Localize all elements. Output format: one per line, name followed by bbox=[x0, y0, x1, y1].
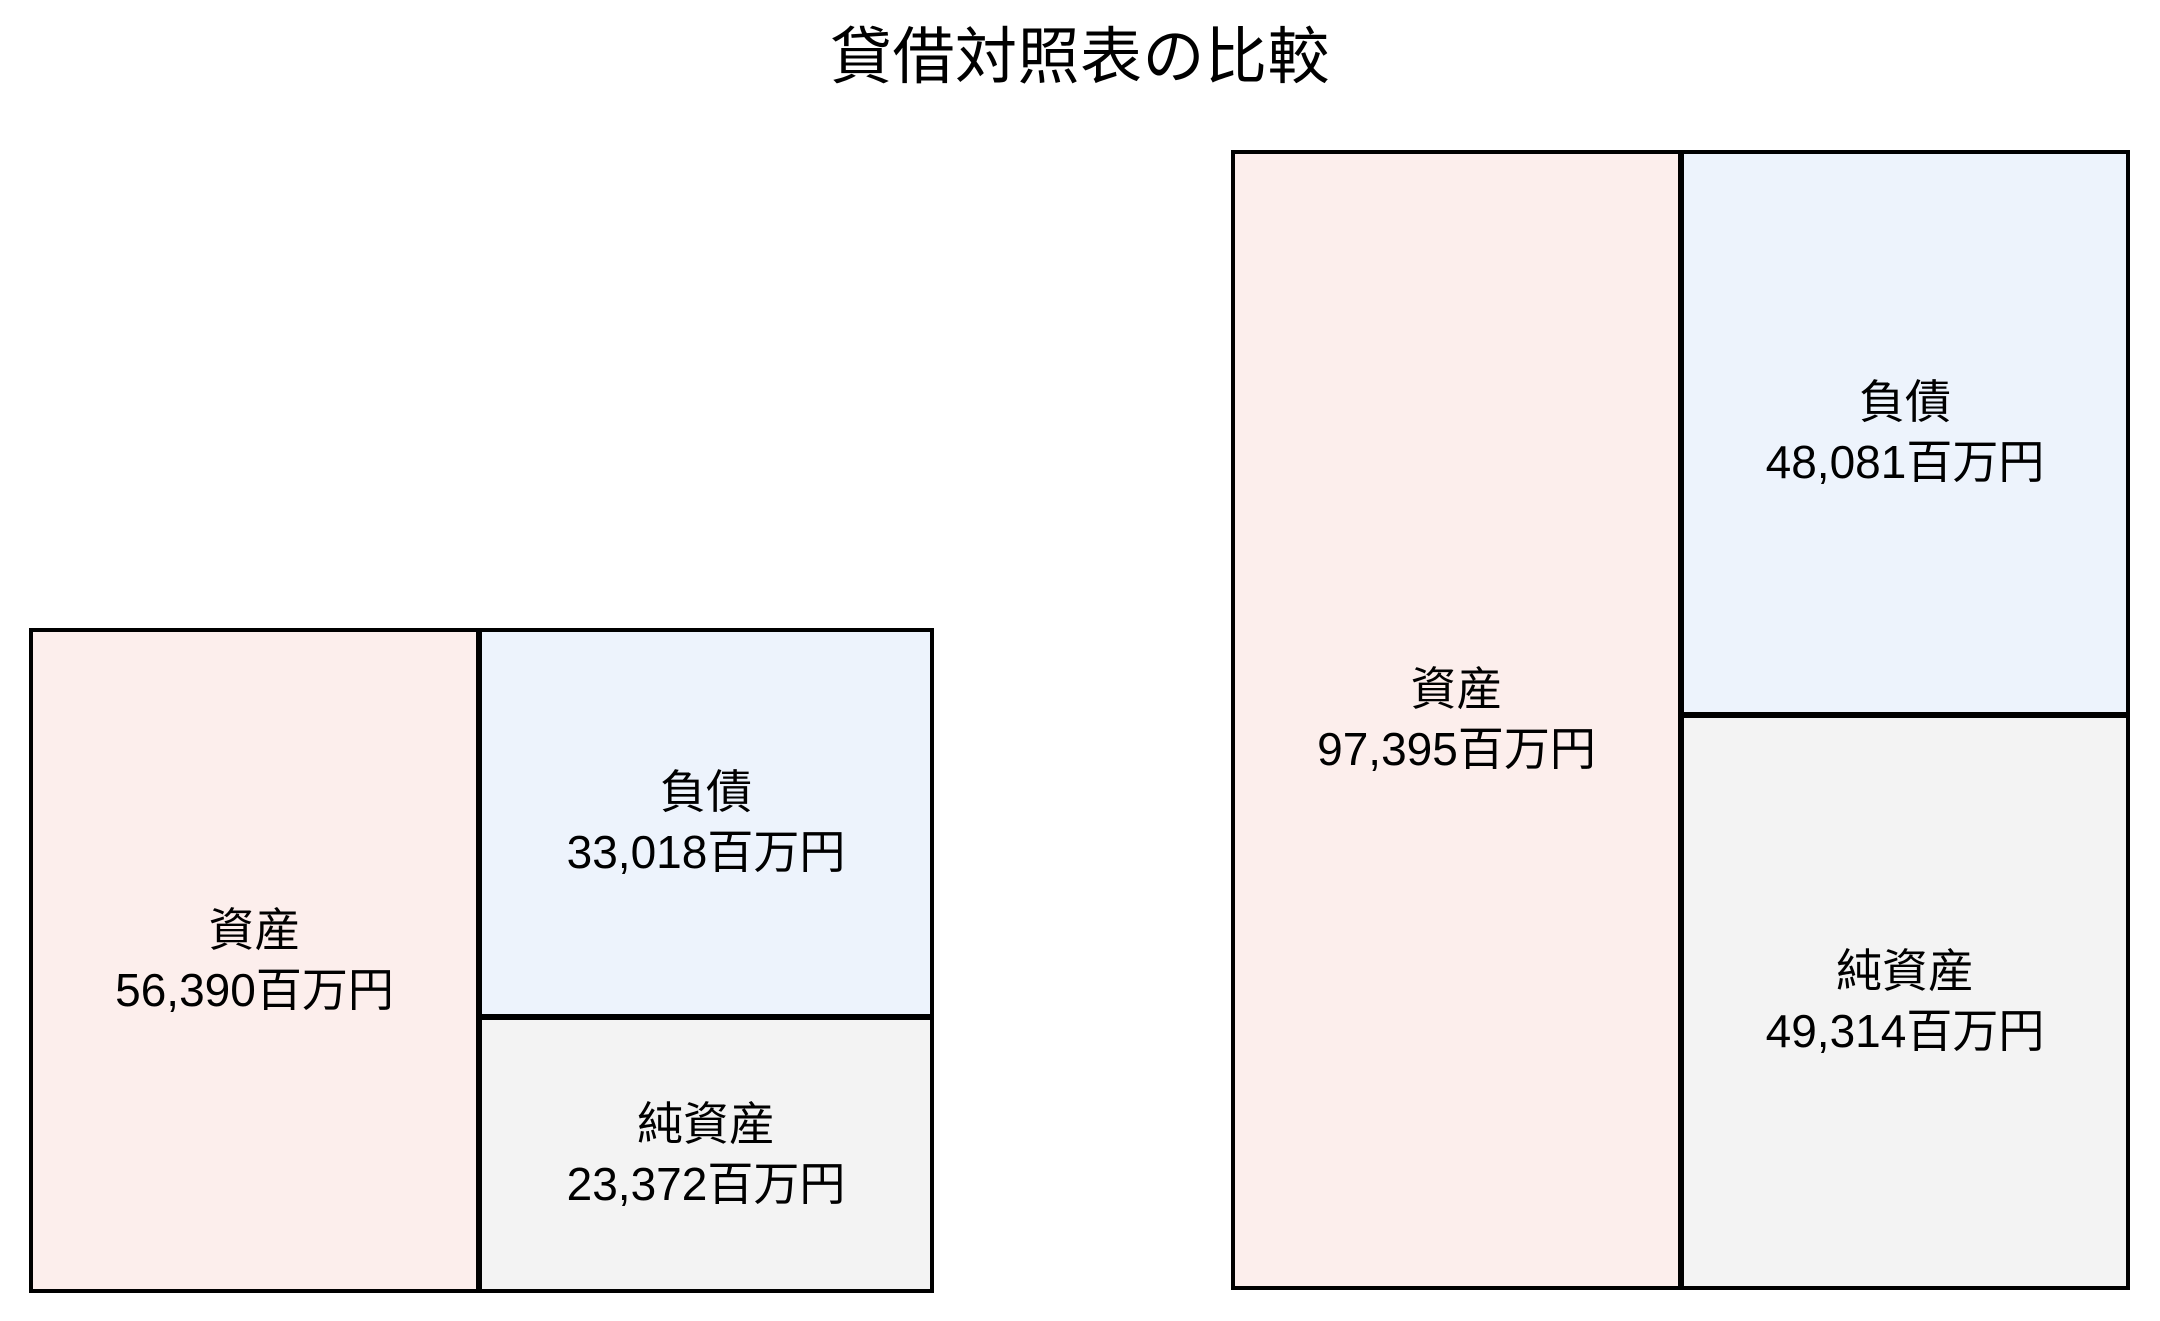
left-net-assets-box: 純資産 23,372百万円 bbox=[478, 1016, 934, 1293]
balance-sheet-right: 資産 97,395百万円 負債 48,081百万円 純資産 49,314百万円 bbox=[1231, 150, 2130, 1290]
right-assets-value: 97,395百万円 bbox=[1317, 723, 1596, 775]
left-net-assets-label: 純資産 bbox=[637, 1097, 775, 1150]
right-assets-box: 資産 97,395百万円 bbox=[1231, 150, 1682, 1290]
left-net-assets-value: 23,372百万円 bbox=[566, 1157, 846, 1210]
right-net-assets-label: 純資産 bbox=[1836, 945, 1974, 998]
right-assets-label: 資産 bbox=[1410, 663, 1503, 716]
left-liabilities-box: 負債 33,018百万円 bbox=[478, 628, 934, 1018]
right-net-assets-box: 純資産 49,314百万円 bbox=[1680, 714, 2130, 1290]
left-assets-value: 56,390百万円 bbox=[115, 963, 394, 1016]
left-liabilities-label: 負債 bbox=[660, 766, 752, 819]
left-liabilities-value: 33,018百万円 bbox=[566, 826, 846, 878]
right-liabilities-value: 48,081百万円 bbox=[1765, 436, 2045, 488]
left-assets-box: 資産 56,390百万円 bbox=[29, 628, 480, 1293]
balance-sheet-left: 資産 56,390百万円 負債 33,018百万円 純資産 23,372百万円 bbox=[29, 628, 934, 1293]
chart-title: 貸借対照表の比較 bbox=[829, 23, 1330, 92]
right-liabilities-box: 負債 48,081百万円 bbox=[1680, 150, 2130, 716]
left-assets-label: 資産 bbox=[208, 903, 301, 956]
right-net-assets-value: 49,314百万円 bbox=[1765, 1005, 2045, 1057]
right-liabilities-label: 負債 bbox=[1859, 376, 1951, 429]
